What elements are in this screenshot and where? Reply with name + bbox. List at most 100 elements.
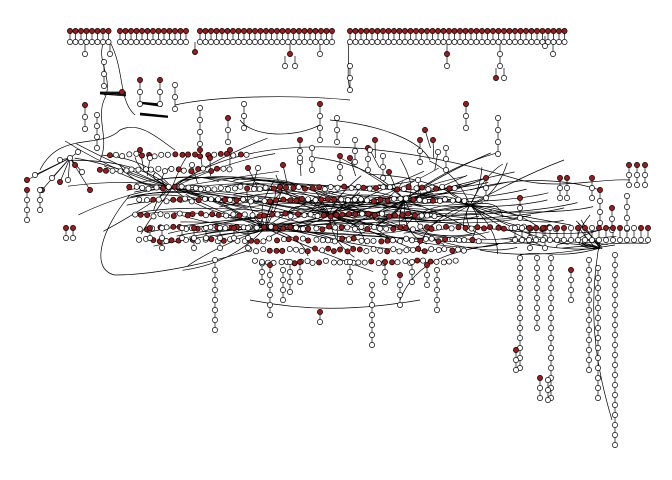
graph-node-open	[545, 377, 551, 383]
graph-edge	[171, 137, 268, 189]
graph-node-filled	[150, 28, 156, 34]
graph-node-filled	[192, 49, 198, 55]
graph-node-open	[208, 39, 214, 45]
graph-node-open	[402, 39, 408, 45]
graph-node-open	[377, 247, 384, 254]
graph-node-open	[119, 153, 126, 160]
graph-node-open	[548, 315, 554, 321]
graph-node-filled	[550, 28, 557, 34]
graph-node-open	[188, 198, 195, 205]
graph-node-filled	[159, 185, 166, 192]
graph-node-open	[293, 224, 299, 231]
graph-node-open	[586, 337, 592, 343]
graph-node-filled	[422, 127, 428, 133]
graph-node-filled	[122, 28, 129, 34]
graph-node-open	[586, 267, 592, 273]
graph-node-open	[279, 39, 286, 45]
graph-node-filled	[501, 28, 507, 34]
graph-node-open	[211, 151, 218, 158]
graph-node-filled	[325, 245, 332, 252]
graph-node-open	[251, 185, 257, 192]
graph-node-open	[159, 225, 165, 231]
graph-node-open	[519, 237, 525, 243]
graph-node-open	[246, 39, 253, 45]
graph-node-open	[261, 198, 268, 204]
graph-node-filled	[339, 211, 346, 218]
graph-node-open	[304, 258, 311, 264]
graph-node-open	[355, 259, 362, 266]
graph-node-open	[575, 237, 581, 243]
graph-node-filled	[168, 237, 175, 244]
graph-node-filled	[87, 187, 93, 193]
graph-node-open	[369, 312, 375, 318]
graph-edge	[329, 119, 431, 161]
graph-node-filled	[442, 236, 449, 243]
graph-node-open	[212, 257, 218, 263]
graph-node-open	[334, 115, 340, 121]
graph-node-filled	[24, 177, 30, 183]
graph-node-filled	[273, 247, 280, 254]
graph-node-open	[537, 395, 543, 401]
graph-node-open	[548, 365, 554, 371]
graph-node-open	[37, 207, 43, 213]
graph-node-open	[440, 39, 447, 45]
graph-node-open	[610, 237, 616, 243]
graph-node-filled	[318, 196, 325, 203]
graph-node-filled	[391, 28, 397, 34]
graph-node-open	[82, 114, 88, 120]
graph-node-open	[317, 125, 323, 131]
graph-node-filled	[269, 211, 276, 218]
graph-node-open	[557, 195, 563, 201]
graph-node-filled	[63, 225, 69, 231]
graph-node-filled	[207, 155, 213, 161]
graph-edge	[434, 151, 439, 171]
graph-node-open	[424, 212, 431, 219]
graph-node-filled	[185, 151, 192, 158]
graph-node-open	[176, 210, 183, 217]
graph-node-filled	[533, 225, 539, 231]
graph-node-open	[403, 195, 410, 202]
graph-node-open	[212, 277, 218, 283]
graph-node-filled	[225, 115, 231, 121]
graph-node-filled	[638, 225, 644, 231]
graph-node-open	[348, 184, 355, 191]
graph-node-filled	[479, 28, 485, 34]
graph-node-open	[280, 297, 286, 303]
graph-node-open	[309, 156, 315, 162]
graph-node-open	[595, 365, 601, 371]
graph-node-open	[161, 168, 168, 175]
graph-node-open	[396, 248, 403, 255]
graph-node-open	[375, 260, 382, 267]
graph-node-filled	[257, 28, 264, 34]
graph-node-open	[319, 247, 326, 254]
graph-node-open	[523, 39, 529, 45]
graph-node-filled	[223, 150, 230, 157]
graph-node-open	[197, 186, 204, 193]
graph-node-open	[157, 101, 163, 107]
graph-node-open	[385, 39, 392, 45]
graph-node-filled	[198, 210, 204, 217]
graph-node-open	[534, 285, 540, 291]
graph-node-open	[595, 325, 601, 331]
graph-node-open	[253, 224, 260, 231]
graph-node-open	[300, 225, 306, 232]
graph-node-open	[136, 196, 143, 203]
graph-node-open	[424, 39, 430, 45]
graph-edge	[188, 207, 565, 238]
graph-node-open	[113, 151, 119, 158]
graph-node-open	[126, 151, 133, 158]
graph-node-open	[463, 125, 469, 131]
graph-node-open	[533, 237, 539, 243]
graph-node-filled	[610, 225, 616, 231]
graph-node-filled	[414, 257, 421, 264]
graph-node-open	[331, 238, 338, 245]
graph-node-open	[241, 211, 248, 218]
graph-node-filled	[318, 28, 324, 34]
graph-node-filled	[411, 212, 418, 219]
graph-edge	[307, 183, 331, 216]
graph-node-open	[137, 101, 143, 107]
graph-node-open	[517, 265, 523, 271]
graph-node-filled	[195, 197, 202, 204]
graph-node-filled	[468, 28, 474, 34]
